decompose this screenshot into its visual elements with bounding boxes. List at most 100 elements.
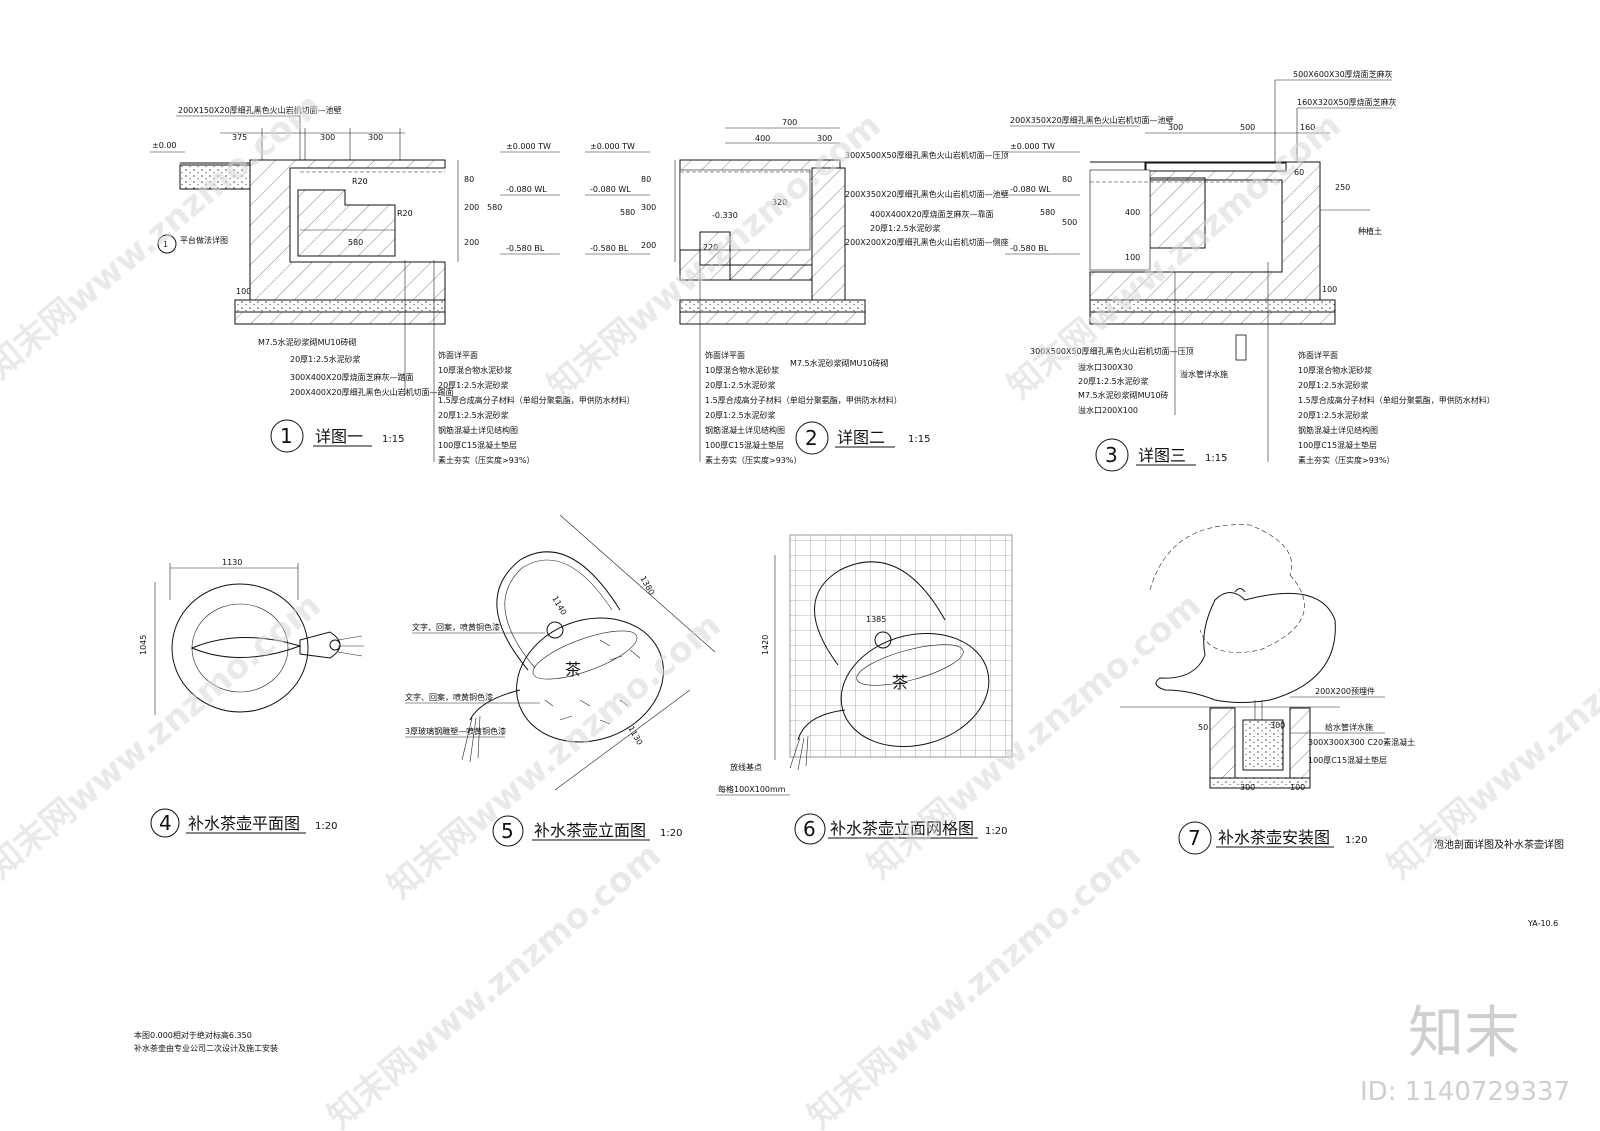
d3-left-bottom-labels: 300X500X50厚细孔黑色火山岩机切面—压顶 溢水口300X30 20厚1:…	[1030, 346, 1194, 415]
d3-dim-80: 80	[1062, 175, 1072, 184]
d3-dim-400: 400	[1125, 208, 1140, 217]
d6-dim-1420: 1420	[761, 635, 770, 655]
d2-number: 2	[805, 426, 818, 450]
svg-text:文字、回案，喷黄铜色漆: 文字、回案，喷黄铜色漆	[405, 692, 493, 702]
d6-number: 6	[803, 817, 816, 841]
note-1: 补水茶壶由专业公司二次设计及施工安装	[134, 1043, 278, 1053]
d2-dim-220: 220	[703, 243, 718, 252]
watermark-text-8: 知末网www.znzmo.com	[800, 835, 1149, 1131]
d1-layer-legend: 饰面详平面 10厚混合物水泥砂浆 20厚1:2.5水泥砂浆 1.5厚合成高分子材…	[438, 350, 635, 465]
svg-text:溢水口200X100: 溢水口200X100	[1078, 405, 1138, 415]
svg-text:饰面详平面: 饰面详平面	[438, 350, 478, 360]
d5-dim-1380: 1380	[638, 575, 656, 597]
d7-dim-100: 100	[1290, 783, 1305, 792]
d1-title: 详图一	[315, 427, 363, 446]
detail-4-plan: 1130 1045 4 补水茶壶平面图 1:20	[139, 558, 364, 838]
d3-scale: 1:15	[1205, 453, 1227, 464]
svg-text:300X500X50厚细孔黑色火山岩机切面—压顶: 300X500X50厚细孔黑色火山岩机切面—压顶	[845, 150, 1009, 160]
d1-dim-300b: 300	[368, 133, 383, 142]
svg-text:M7.5水泥砂浆砌MU10砖: M7.5水泥砂浆砌MU10砖	[1078, 390, 1169, 400]
d1-bl-2: 300X400X20厚烧面芝麻灰—踏面	[290, 372, 414, 382]
d5-number-circle	[492, 815, 524, 847]
drawing-title: 泡池剖面详图及补水茶壶详图	[1434, 838, 1564, 851]
d7-dim-50: 50	[1198, 723, 1208, 732]
d7-dim-300b: 300	[1270, 721, 1285, 730]
svg-text:100厚C15混凝土垫层: 100厚C15混凝土垫层	[1308, 755, 1387, 765]
svg-text:10厚混合物水泥砂浆: 10厚混合物水泥砂浆	[438, 365, 512, 375]
d2-right-labels: 300X500X50厚细孔黑色火山岩机切面—压顶 200X350X20厚细孔黑色…	[845, 150, 1009, 247]
svg-text:饰面详平面: 饰面详平面	[1298, 350, 1338, 360]
d1-dim-300a: 300	[320, 133, 335, 142]
d7-labels: 200X200预埋件 给水管详水施 300X300X300 C20素混凝土 10…	[1308, 686, 1415, 765]
d1-dim-200a: 200	[464, 203, 479, 212]
d1-dim-100: 100	[236, 287, 251, 296]
svg-text:300X300X300 C20素混凝土: 300X300X300 C20素混凝土	[1308, 737, 1415, 747]
d3-top-label-1: 160X320X50厚烧面芝麻灰	[1297, 97, 1397, 107]
d4-dim-h: 1045	[139, 635, 148, 655]
d3-number-circle	[1095, 438, 1129, 472]
svg-text:20厚1:2.5水泥砂浆: 20厚1:2.5水泥砂浆	[1078, 376, 1149, 386]
svg-text:1.5厚合成高分子材料（单组分聚氨酯，甲供防水材料）: 1.5厚合成高分子材料（单组分聚氨酯，甲供防水材料）	[705, 395, 902, 405]
d2-dim-400: 400	[755, 134, 770, 143]
d3-left-label: 200X350X20厚细孔黑色火山岩机切面—池壁	[1010, 115, 1174, 125]
d6-dim-1385: 1385	[866, 615, 886, 624]
d4-title: 补水茶壶平面图	[188, 814, 300, 833]
d1-bl-1: 20厚1:2.5水泥砂浆	[290, 354, 361, 364]
d5-labels: 文字、回案，喷黄铜色漆 文字、回案，喷黄铜色漆 3厚玻璃钢雕塑—喷黄铜色漆	[405, 622, 506, 736]
d5-pattern	[544, 639, 641, 725]
d6-number-circle	[794, 813, 826, 845]
svg-text:400X400X20厚烧面芝麻灰—靠面: 400X400X20厚烧面芝麻灰—靠面	[870, 209, 994, 219]
d4-scale: 1:20	[315, 821, 337, 832]
d3-title: 详图三	[1138, 446, 1186, 465]
d1-dim-200b: 200	[464, 238, 479, 247]
d6-label-1: 每格100X100mm	[718, 784, 786, 794]
d1-bl-0: M7.5水泥砂浆砌MU10砖砌	[258, 337, 357, 347]
d3-level-wl: -0.080 WL	[1010, 185, 1051, 194]
d1-r20b: R20	[397, 209, 413, 218]
svg-text:文字、回案，喷黄铜色漆: 文字、回案，喷黄铜色漆	[412, 622, 500, 632]
detail-2-section: 700 400 300 80 300 580 200 320 220 -0.33…	[585, 118, 1009, 465]
svg-text:20厚1:2.5水泥砂浆: 20厚1:2.5水泥砂浆	[705, 410, 776, 420]
svg-text:20厚1:2.5水泥砂浆: 20厚1:2.5水泥砂浆	[705, 380, 776, 390]
svg-text:20厚1:2.5水泥砂浆: 20厚1:2.5水泥砂浆	[1298, 380, 1369, 390]
d2-level-wl: -0.080 WL	[590, 185, 631, 194]
d7-number: 7	[1188, 826, 1201, 850]
svg-text:300X500X50厚细孔黑色火山岩机切面—压顶: 300X500X50厚细孔黑色火山岩机切面—压顶	[1030, 346, 1194, 356]
d1-dim-580b: 580	[487, 203, 502, 212]
d2-level-bl: -0.580 BL	[590, 244, 629, 253]
d1-ref: 平台做法详图	[180, 235, 228, 245]
d1-dim-80: 80	[464, 175, 474, 184]
d7-title: 补水茶壶安装图	[1218, 828, 1330, 847]
d1-level-bl: -0.580 BL	[506, 244, 545, 253]
watermark-text-7: 知末网www.znzmo.com	[320, 835, 669, 1131]
detail-7-install: 200X200预埋件 给水管详水施 300X300X300 C20素混凝土 10…	[1120, 524, 1415, 855]
d4-number: 4	[159, 811, 172, 835]
d3-dim-500: 500	[1062, 218, 1077, 227]
svg-text:200X350X20厚细孔黑色火山岩机切面—池壁: 200X350X20厚细孔黑色火山岩机切面—池壁	[845, 189, 1009, 199]
d1-dim-375: 375	[232, 133, 247, 142]
d3-dim-160: 160	[1300, 123, 1315, 132]
d6-label-0: 放线基点	[730, 762, 762, 772]
svg-text:10厚混合物水泥砂浆: 10厚混合物水泥砂浆	[705, 365, 779, 375]
svg-text:100厚C15混凝土垫层: 100厚C15混凝土垫层	[705, 440, 784, 450]
d1-scale: 1:15	[382, 434, 404, 445]
d1-top-label: 200X150X20厚细孔黑色火山岩机切面—池壁	[178, 105, 342, 115]
svg-text:200X200X20厚细孔黑色火山岩机切面—侧座: 200X200X20厚细孔黑色火山岩机切面—侧座	[845, 237, 1009, 247]
d3-dim-500: 500	[1240, 123, 1255, 132]
d1-bl-3: 200X400X20厚细孔黑色火山岩机切面—踢面	[290, 387, 454, 397]
d2-level-mid: -0.330	[712, 211, 738, 220]
detail-1-section: 200X150X20厚细孔黑色火山岩机切面—池壁 375 300 300 ±0.…	[150, 105, 635, 465]
watermark-text-4: 知末网www.znzmo.com	[380, 605, 729, 907]
svg-text:20厚1:2.5水泥砂浆: 20厚1:2.5水泥砂浆	[1298, 410, 1369, 420]
svg-text:200X200预埋件: 200X200预埋件	[1315, 686, 1375, 696]
d1-number: 1	[280, 424, 293, 448]
svg-text:钢筋混凝土详见结构图: 钢筋混凝土详见结构图	[438, 425, 518, 435]
d4-number-circle	[150, 808, 180, 838]
d5-number: 5	[501, 819, 514, 843]
d3-layer-legend: 饰面详平面 10厚混合物水泥砂浆 20厚1:2.5水泥砂浆 1.5厚合成高分子材…	[1298, 350, 1495, 465]
svg-text:100厚C15混凝土垫层: 100厚C15混凝土垫层	[438, 440, 517, 450]
d3-number: 3	[1105, 443, 1118, 467]
d2-scale: 1:15	[908, 434, 930, 445]
d6-char: 茶	[892, 673, 908, 692]
d2-dim-700: 700	[782, 118, 797, 127]
